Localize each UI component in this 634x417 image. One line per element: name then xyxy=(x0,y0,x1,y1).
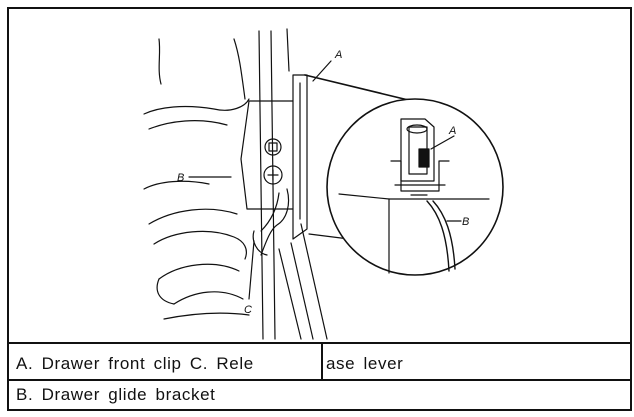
legend-a-c: A. Drawer front clip C. Rele xyxy=(16,354,254,373)
legend-b: B. Drawer glide bracket xyxy=(16,385,216,404)
diagram-frame: A A B B C A. Drawer front clip C. Rele a… xyxy=(7,7,632,411)
drawer-clip-illustration: A A B B C xyxy=(143,28,504,340)
magnified-detail-circle xyxy=(326,98,504,276)
glide-bracket-drawing xyxy=(240,94,302,210)
callout-a-top: A xyxy=(334,49,342,61)
legend-row-2: B. Drawer glide bracket xyxy=(9,381,630,411)
cabinet-rails-drawing xyxy=(258,28,328,340)
illustration-panel: A A B B C xyxy=(9,9,630,344)
release-lever-drawing xyxy=(252,188,290,256)
hand-drawing xyxy=(143,38,250,320)
legend-row-1: A. Drawer front clip C. Rele ase lever xyxy=(9,344,630,381)
callout-a-zoom: A xyxy=(448,125,456,137)
callout-b-left: B xyxy=(177,172,184,184)
cell-divider xyxy=(321,344,323,379)
legend-c-continued: ase lever xyxy=(326,354,404,373)
callout-b-zoom: B xyxy=(462,216,469,228)
callout-c: C xyxy=(244,304,252,316)
